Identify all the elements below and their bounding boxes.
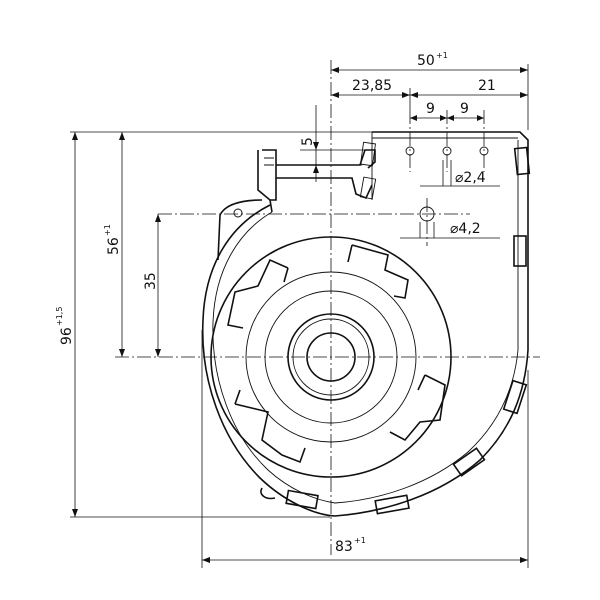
clip-tab — [513, 146, 531, 176]
center-lines — [115, 60, 540, 555]
hole-large-diameter-label: ⌀4,2 — [450, 221, 481, 237]
dim-35-label: 35 — [143, 272, 159, 290]
clip-tab — [502, 379, 528, 415]
dim-50-tolerance: +1 — [436, 51, 448, 60]
dim-9a-label: 9 — [426, 101, 435, 117]
hole-small-diameter-label: ⌀2,4 — [455, 170, 486, 186]
dim-96-tolerance: +1,5 — [55, 307, 64, 326]
clip-tab — [513, 235, 527, 267]
snap-hooks — [227, 244, 446, 464]
dim-9b-label: 9 — [460, 101, 469, 117]
dimension-labels: 50 +1 23,85 21 9 9 5 ⌀2,4 ⌀4,2 35 56 +1 … — [55, 51, 496, 555]
dimension-lines — [70, 64, 529, 568]
dim-23-85-label: 23,85 — [352, 78, 392, 94]
housing-clips — [285, 146, 531, 515]
dim-83-label: 83 — [335, 539, 353, 555]
mounting-screw-icon — [233, 208, 243, 218]
clip-tab — [452, 447, 486, 477]
dim-5-label: 5 — [300, 137, 316, 146]
dim-56-tolerance: +1 — [103, 224, 112, 236]
clip-tab — [374, 494, 410, 515]
dim-96-label: 96 — [59, 327, 75, 345]
housing-outline — [201, 131, 529, 517]
dim-50-label: 50 — [417, 53, 435, 69]
clip-tab — [285, 489, 319, 510]
dim-83-tolerance: +1 — [354, 536, 366, 545]
dim-21-label: 21 — [478, 78, 496, 94]
dim-56-label: 56 — [106, 237, 122, 255]
